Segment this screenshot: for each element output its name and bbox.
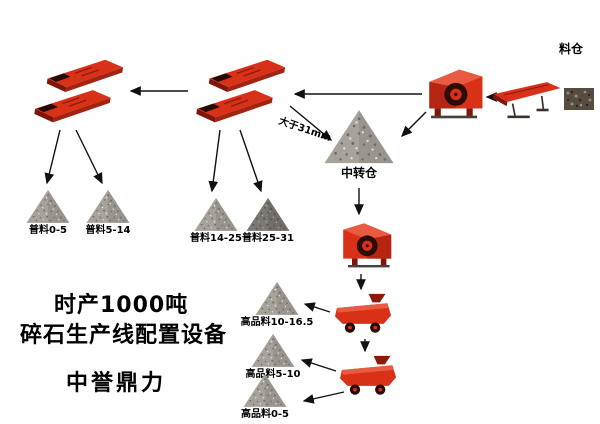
arrow-fine1-to-pile-10-16 [303, 302, 331, 313]
arrow-screen2-to-pile-14-25 [208, 129, 221, 193]
promo-line-1: 时产1000吨 [54, 293, 189, 318]
vibrating-feeder [492, 80, 564, 122]
pile-putong-5-14: 普料5-14 [78, 188, 138, 236]
pile-putong-25-31: 普料25-31 [238, 196, 298, 244]
gravel-pile-icon [250, 332, 296, 368]
promo-line-3: 中誉鼎力 [66, 371, 167, 396]
pile-label: 高品料5-10 [245, 369, 301, 380]
transfer-stockpile-label: 中转仓 [340, 166, 377, 180]
pile-label: 高品料10-16.5 [240, 317, 314, 328]
material-sample-image [564, 88, 594, 110]
secondary-crusher [340, 220, 396, 270]
vibrating-screen-group-1 [33, 59, 124, 123]
silo-label: 料仓 [559, 42, 584, 56]
arrow-fine2-to-pile-0-5 [302, 391, 345, 404]
gravel-pile-icon [322, 106, 396, 166]
fine-crusher-2 [338, 355, 400, 398]
gravel-pile-icon [25, 188, 71, 224]
pile-label: 普料14-25 [190, 233, 242, 244]
gravel-pile-icon [245, 196, 291, 232]
arrow-screen2-to-pile-25-31 [239, 129, 263, 193]
fine-crusher-1 [333, 293, 395, 336]
gravel-pile-icon [85, 188, 131, 224]
pile-label: 普料5-14 [85, 225, 131, 236]
gravel-pile-icon [242, 372, 288, 408]
pile-label: 普料0-5 [28, 225, 68, 236]
promo-line-2: 碎石生产线配置设备 [20, 323, 228, 348]
pile-label: 普料25-31 [242, 233, 294, 244]
pile-gaopin-10-16-5: 高品料10-16.5 [238, 280, 316, 328]
gravel-pile-icon [254, 280, 300, 316]
arrow-screen1-to-pile-5-14 [75, 129, 103, 185]
pile-putong-0-5: 普料0-5 [18, 188, 78, 236]
pile-label: 高品料0-5 [240, 409, 290, 420]
vibrating-screen-group-2 [195, 59, 286, 123]
arrow-screen1-to-pile-0-5 [44, 129, 61, 185]
transfer-stockpile: 中转仓 [320, 106, 398, 180]
arrow-fine2-to-pile-5-10 [300, 358, 337, 372]
arrow-oversize-to-transfer [289, 105, 333, 141]
gravel-pile-icon [193, 196, 239, 232]
arrow-crusher-to-transfer [401, 111, 427, 137]
pile-gaopin-5-10: 高品料5-10 [242, 332, 304, 380]
pile-putong-14-25: 普料14-25 [186, 196, 246, 244]
pile-gaopin-0-5: 高品料0-5 [234, 372, 296, 420]
hammer-crusher [424, 66, 486, 121]
